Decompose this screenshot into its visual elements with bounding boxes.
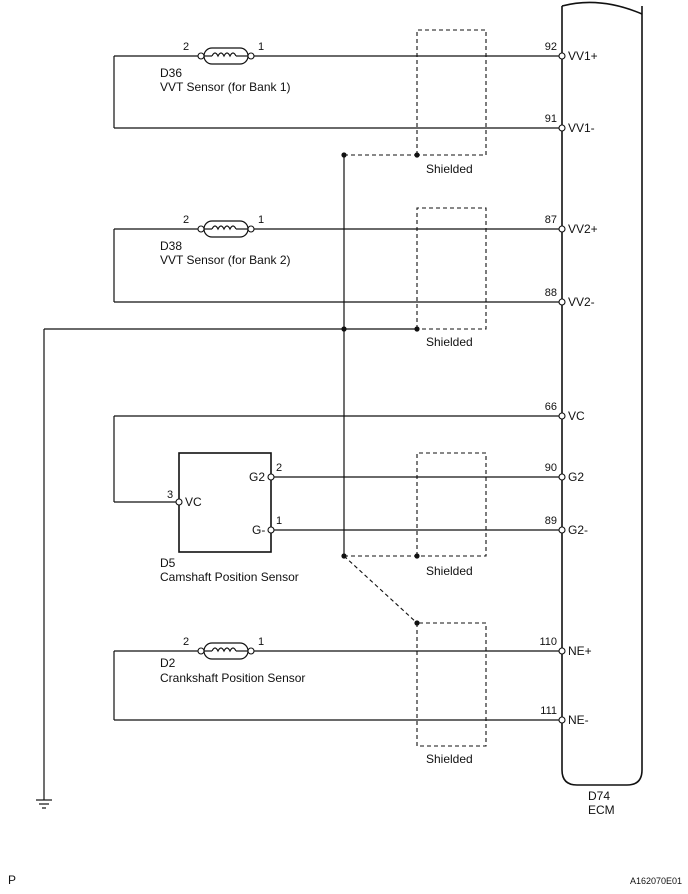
ecm-terminal-label: VV2+: [568, 222, 598, 236]
ecm-pin-number: 66: [545, 401, 557, 413]
wires: [43, 55, 559, 800]
ecm-box: [561, 1, 643, 786]
ecm-terminal: [558, 526, 566, 534]
ecm-pin-number: 110: [539, 636, 557, 648]
d5-terminal-vc: [175, 498, 183, 506]
ecm-pin-number: 92: [545, 41, 557, 53]
d2-name: Crankshaft Position Sensor: [160, 671, 305, 685]
ecm-terminal: [558, 647, 566, 655]
ecm-pin-number: 87: [545, 214, 557, 226]
ecm-terminal: [558, 716, 566, 724]
d5-label-gminus: G-: [252, 523, 265, 537]
d38-name: VVT Sensor (for Bank 2): [160, 253, 291, 267]
d5-label-vc: VC: [185, 495, 202, 509]
footer-left: P: [8, 873, 16, 887]
d38-ref: D38: [160, 239, 182, 253]
ecm-name: ECM: [588, 803, 615, 817]
ground-icon: [36, 799, 52, 809]
ecm-pin-number: 88: [545, 287, 557, 299]
shield-label-2: Shielded: [426, 335, 473, 349]
ecm-terminal: [558, 298, 566, 306]
shield-4: [343, 555, 487, 747]
d38-pin-left: 2: [183, 214, 189, 226]
ecm-terminal-label: NE+: [568, 644, 592, 658]
ecm-terminal-label: VV1+: [568, 49, 598, 63]
shield-2: [416, 207, 487, 330]
d5-pin-vc: 3: [167, 489, 173, 501]
ecm-terminal-label: G2-: [568, 523, 588, 537]
d5-name: Camshaft Position Sensor: [160, 570, 299, 584]
shield-label-3: Shielded: [426, 564, 473, 578]
junction-dots: [341, 152, 420, 626]
d5-terminal-g2: [267, 473, 275, 481]
ecm-terminal-label: VC: [568, 409, 585, 423]
d5-pin-g2: 2: [276, 462, 282, 474]
ecm-terminal: [558, 225, 566, 233]
ecm-pin-number: 90: [545, 462, 557, 474]
d2-pin-right: 1: [258, 636, 264, 648]
ecm-pin-number: 91: [545, 113, 557, 125]
footer-right: A162070E01: [630, 876, 682, 886]
d36-ref: D36: [160, 66, 182, 80]
ecm-terminal-label: VV1-: [568, 121, 595, 135]
ecm-terminal-label: G2: [568, 470, 584, 484]
shield-1: [344, 29, 487, 156]
shield-label-4: Shielded: [426, 752, 473, 766]
d2-pin-left: 2: [183, 636, 189, 648]
d5-label-g2: G2: [249, 470, 265, 484]
ecm-terminal: [558, 52, 566, 60]
ecm-ref: D74: [588, 789, 610, 803]
ecm-terminal: [558, 412, 566, 420]
ecm-terminal-label: VV2-: [568, 295, 595, 309]
ecm-terminal-label: NE-: [568, 713, 589, 727]
d5-pin-gminus: 1: [276, 515, 282, 527]
ecm-terminal: [558, 124, 566, 132]
d5-ref: D5: [160, 556, 176, 570]
d5-terminal-gminus: [267, 526, 275, 534]
d38-pin-right: 1: [258, 214, 264, 226]
ecm-pin-number: 89: [545, 515, 557, 527]
shield-label-1: Shielded: [426, 162, 473, 176]
d36-pin-left: 2: [183, 41, 189, 53]
ecm-terminal: [558, 473, 566, 481]
coil-sensor-icon-d38: [197, 220, 255, 238]
d36-pin-right: 1: [258, 41, 264, 53]
d36-name: VVT Sensor (for Bank 1): [160, 80, 291, 94]
d2-ref: D2: [160, 656, 176, 670]
shield-3: [344, 452, 487, 557]
coil-sensor-icon-d36: [197, 47, 255, 65]
coil-sensor-icon-d2: [197, 642, 255, 660]
ecm-pin-number: 111: [540, 705, 557, 717]
